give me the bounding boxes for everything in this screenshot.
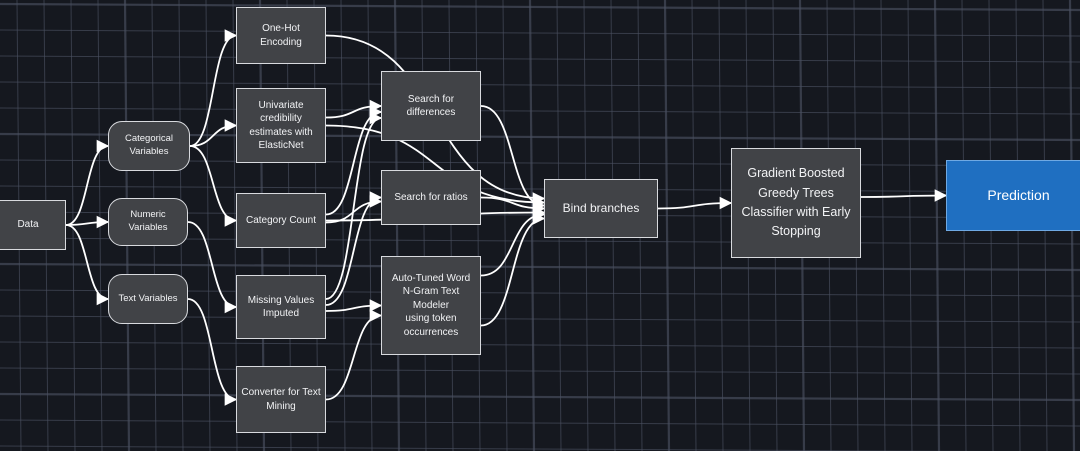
grid-line-vertical	[367, 0, 373, 451]
connector-bind-to-gbt	[657, 196, 733, 210]
grid-line-vertical	[340, 0, 346, 451]
bind-branches-node: Bind branches	[544, 179, 658, 238]
grid-line-horizontal	[0, 367, 1080, 375]
grid-line-vertical	[205, 0, 211, 451]
connector-univ-to-bind	[325, 124, 546, 209]
data-node: Data	[0, 200, 66, 250]
grid-line-vertical	[907, 0, 913, 451]
connector-data-to-cat	[65, 139, 110, 226]
grid-line-horizontal	[0, 81, 1080, 89]
search-for-differences-node: Search for differences	[381, 71, 481, 141]
connector-conv-to-auto	[325, 309, 383, 401]
grid-line-horizontal	[0, 419, 1080, 427]
search-for-ratios-node: Search for ratios	[381, 170, 481, 225]
grid-line-horizontal	[0, 185, 1080, 193]
grid-line-horizontal	[0, 2, 1080, 12]
connector-data-to-text	[65, 224, 110, 306]
converter-text-mining-node: Converter for Text Mining	[236, 366, 326, 433]
connector-text-to-conv	[187, 298, 238, 406]
univariate-credibility-node: Univariate credibility estimates with El…	[236, 88, 326, 163]
grid-line-horizontal	[0, 262, 1080, 272]
connector-auto-to-bind	[480, 208, 546, 277]
grid-line-horizontal	[0, 29, 1080, 37]
grid-line-vertical	[933, 0, 941, 451]
categorical-variables-node: Categorical Variables	[108, 121, 190, 171]
grid-line-horizontal	[0, 55, 1080, 63]
category-count-node: Category Count	[236, 193, 326, 248]
numeric-variables-node: Numeric Variables	[108, 198, 188, 246]
connector-missing-to-sdiff	[325, 111, 383, 300]
grid-line-horizontal	[0, 107, 1080, 115]
connector-sdiff-to-bind	[480, 105, 546, 212]
grid-line-horizontal	[0, 392, 1080, 402]
connector-cat-to-univ	[189, 119, 238, 147]
grid-line-vertical	[880, 0, 886, 451]
connector-count-to-sratio	[325, 195, 383, 224]
text-variables-node: Text Variables	[108, 274, 188, 324]
connector-cat-to-onehot	[189, 29, 238, 147]
connector-gbt-to-pred	[860, 189, 948, 202]
connector-missing-to-auto	[325, 299, 383, 312]
prediction-node: Prediction	[946, 160, 1080, 231]
grid-line-vertical	[691, 0, 697, 451]
connector-num-to-missing	[187, 221, 238, 314]
grid-line-vertical	[528, 0, 536, 451]
auto-tuned-word-ngram-node: Auto-Tuned Word N-Gram Text Modeler usin…	[381, 256, 481, 355]
grid-line-vertical	[718, 0, 724, 451]
grid-line-horizontal	[0, 341, 1080, 349]
grid-line-vertical	[502, 0, 508, 451]
grid-line-vertical	[663, 0, 671, 451]
connector-auto-to-bind	[480, 212, 546, 327]
connector-cat-to-count	[189, 145, 238, 227]
one-hot-encoding-node: One-Hot Encoding	[236, 7, 326, 64]
missing-values-imputed-node: Missing Values Imputed	[236, 275, 326, 339]
gradient-boosted-trees-node: Gradient Boosted Greedy Trees Classifier…	[731, 148, 861, 258]
grid-line-horizontal	[0, 445, 991, 451]
connector-data-to-num	[65, 215, 110, 229]
